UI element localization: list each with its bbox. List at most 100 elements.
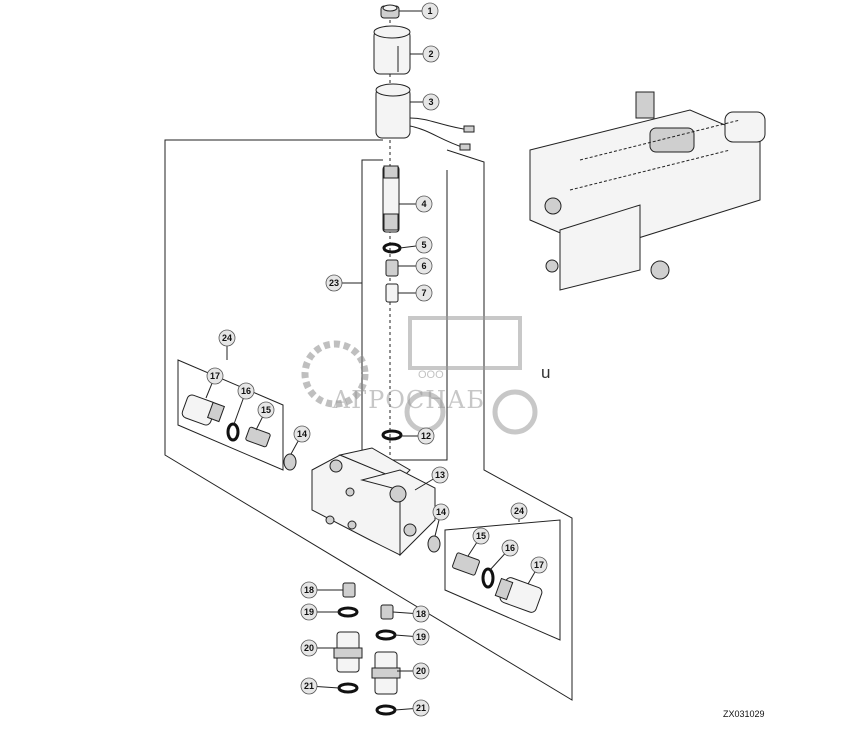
- callout-bubble: [218, 329, 236, 347]
- callout-label: 19: [416, 632, 426, 642]
- callout-label: 14: [436, 507, 446, 517]
- part-valve-body: [311, 447, 436, 557]
- callout-20: 20: [300, 639, 337, 657]
- callout-17: 17: [527, 556, 548, 585]
- callout-label: 16: [241, 386, 251, 396]
- part-spring: [385, 259, 399, 277]
- assembly-frame: [164, 139, 573, 701]
- callout-24: 24: [510, 502, 528, 522]
- callout-15: 15: [255, 401, 275, 431]
- callout-label: 7: [421, 288, 426, 298]
- callout-label: 15: [261, 405, 271, 415]
- callout-bubble: [293, 425, 311, 443]
- callout-13: 13: [414, 466, 449, 491]
- part-seal-14-right: [427, 535, 441, 553]
- callout-14: 14: [432, 503, 450, 537]
- subassembly-frame-24-right: [444, 519, 561, 641]
- callout-2: 2: [410, 45, 440, 63]
- callout-bubble: [257, 401, 275, 419]
- callout-4: 4: [399, 195, 433, 213]
- part-plug-left: [181, 394, 226, 426]
- callout-bubble: [300, 603, 318, 621]
- callout-bubble: [412, 605, 430, 623]
- callout-bubble: [530, 556, 548, 574]
- callout-1: 1: [399, 2, 439, 20]
- callout-label: 4: [421, 199, 426, 209]
- part-plunger: [385, 283, 399, 303]
- callout-bubble: [300, 677, 318, 695]
- callout-bubble: [431, 466, 449, 484]
- callout-20: 20: [397, 662, 430, 680]
- callout-label: 16: [505, 543, 515, 553]
- callout-18: 18: [300, 581, 343, 599]
- callout-bubble: [206, 367, 224, 385]
- callout-3: 3: [410, 93, 440, 111]
- callout-19: 19: [300, 603, 339, 621]
- part-fitting-20-a: [333, 631, 363, 673]
- callout-label: 18: [304, 585, 314, 595]
- callout-label: 1: [427, 6, 432, 16]
- callout-bubble: [472, 527, 490, 545]
- callout-bubble: [415, 284, 433, 302]
- callout-bubble: [415, 257, 433, 275]
- part-seal-14-left: [283, 453, 297, 471]
- watermark-prefix: ООО: [418, 369, 444, 381]
- callout-24: 24: [218, 329, 236, 360]
- part-nut: [380, 4, 400, 19]
- callout-bubble: [417, 427, 435, 445]
- part-o-ring-21-a: [337, 682, 359, 694]
- callout-label: 21: [304, 681, 314, 691]
- part-o-ring-12: [381, 429, 403, 441]
- callout-bubble: [237, 382, 255, 400]
- callout-bubble: [501, 539, 519, 557]
- callout-label: 18: [416, 609, 426, 619]
- watermark-logo: [301, 316, 538, 435]
- callout-5: 5: [399, 236, 433, 254]
- part-stem: [382, 165, 400, 233]
- callout-label: 15: [476, 531, 486, 541]
- part-filter-18-a: [342, 582, 356, 598]
- part-spring-15-right: [452, 552, 480, 576]
- callout-bubble: [300, 581, 318, 599]
- part-o-ring-21-b: [375, 704, 397, 716]
- callout-label: 2: [428, 49, 433, 59]
- callout-15: 15: [467, 527, 490, 557]
- callout-23: 23: [325, 274, 362, 292]
- callout-label: 5: [421, 240, 426, 250]
- part-o-ring-19-b: [375, 629, 397, 641]
- stray-glyph: u: [541, 363, 550, 382]
- callout-21: 21: [300, 677, 340, 695]
- callout-16: 16: [489, 539, 519, 571]
- part-plug-right: [494, 577, 543, 613]
- callout-bubble: [412, 699, 430, 717]
- callout-17: 17: [205, 367, 224, 399]
- part-spring-15-left: [245, 426, 271, 448]
- callout-12: 12: [401, 427, 435, 445]
- callout-label: 17: [210, 371, 220, 381]
- callout-18: 18: [392, 605, 430, 623]
- callout-bubble: [325, 274, 343, 292]
- subassembly-frame-23: [361, 159, 448, 461]
- callout-label: 6: [421, 261, 426, 271]
- callout-19: 19: [394, 628, 430, 646]
- part-fitting-20-b: [371, 651, 401, 695]
- part-o-ring-16-left: [226, 422, 240, 442]
- callout-label: 24: [514, 506, 524, 516]
- callout-label: 23: [329, 278, 339, 288]
- callout-bubble: [415, 195, 433, 213]
- callout-bubble: [300, 639, 318, 657]
- part-o-ring-16-right: [481, 567, 495, 589]
- callout-14: 14: [290, 425, 311, 455]
- callout-label: 3: [428, 97, 433, 107]
- callout-bubble: [415, 236, 433, 254]
- callout-bubble: [432, 503, 450, 521]
- part-washer: [382, 242, 402, 254]
- callout-label: 13: [435, 470, 445, 480]
- watermark-company-name: АГРОСНАБ: [332, 386, 485, 414]
- callout-bubble: [422, 93, 440, 111]
- callout-bubble: [412, 628, 430, 646]
- callout-bubble: [412, 662, 430, 680]
- callout-bubble: [422, 45, 440, 63]
- callout-label: 21: [416, 703, 426, 713]
